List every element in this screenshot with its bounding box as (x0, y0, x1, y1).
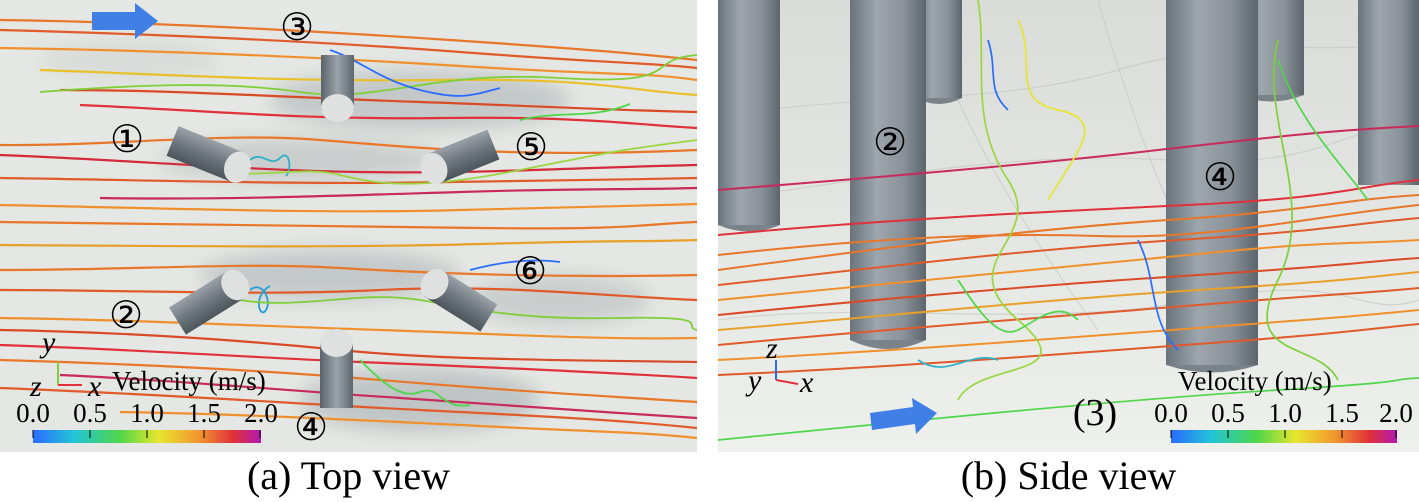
pillar-2 (850, 0, 926, 340)
cylinder-4 (320, 329, 353, 408)
legend-title: Velocity (m/s) (112, 366, 266, 396)
axis-label-vertical: y (39, 326, 56, 359)
axis-label-out: y (745, 364, 762, 397)
cylinder-labels: ③ ① ⑤ ⑥ ② ④ (109, 7, 548, 449)
cylinder-6 (420, 268, 498, 332)
top-view-caption: (a) Top view (246, 453, 451, 498)
side-view-panel: ② ④ (3) z y x Velocity (m/s) 0.0 0.5 1.0… (718, 0, 1419, 452)
legend-tick: 2.0 (244, 398, 278, 428)
cylinder-label: ② (109, 295, 143, 337)
cylinder-label: ⑤ (514, 127, 548, 169)
cylinder-1 (166, 126, 251, 183)
cylinder-5 (420, 129, 500, 185)
legend-tick: 2.0 (1379, 398, 1413, 428)
axis-triad: z y x (745, 332, 814, 399)
axis-label-horizontal: x (799, 366, 814, 399)
top-view-panel: ③ ① ⑤ ⑥ ② ④ y z x Velocity (m/s) 0.0 0.5… (0, 0, 697, 452)
cylinder-label: ⑥ (513, 251, 547, 293)
flow-direction-arrow (870, 398, 937, 434)
top-view-image: ③ ① ⑤ ⑥ ② ④ y z x Velocity (m/s) 0.0 0.5… (0, 0, 697, 452)
streamlines (0, 18, 697, 440)
legend-tick: 0.5 (1211, 398, 1245, 428)
legend-tick: 0.0 (16, 398, 50, 428)
cylinder-2 (168, 269, 250, 335)
side-view-image: ② ④ (3) z y x Velocity (m/s) 0.0 0.5 1.0… (718, 0, 1419, 452)
streamlines (718, 125, 1419, 376)
cylinders (166, 55, 500, 408)
cylinder-label: ① (110, 119, 144, 161)
cylinder-label: ② (873, 122, 907, 164)
cylinder-label: ③ (280, 7, 314, 49)
side-view-caption: (b) Side view (960, 453, 1177, 498)
legend-tick: 1.0 (1268, 398, 1302, 428)
legend-title: Velocity (m/s) (1178, 366, 1332, 396)
velocity-legend: Velocity (m/s) 0.0 0.5 1.0 1.5 2.0 (16, 366, 278, 443)
axis-triad: y z x (29, 326, 102, 403)
wake-streamlines (718, 0, 1419, 441)
legend-tick: 0.0 (1154, 398, 1188, 428)
cylinder-label: ④ (294, 407, 328, 449)
flow-direction-arrow (92, 3, 158, 39)
axis-label-horizontal: x (87, 370, 102, 403)
cylinder-labels: ② ④ (3) (873, 122, 1237, 434)
pillar (1358, 0, 1419, 185)
pillar (718, 0, 780, 225)
legend-tick: 0.5 (73, 398, 107, 428)
cylinder-label: (3) (1073, 392, 1117, 434)
axis-label-out: z (29, 370, 42, 403)
colorbar (1171, 430, 1397, 443)
cylinder-3 (321, 55, 354, 122)
wake-streamlines (39, 49, 697, 407)
velocity-legend: Velocity (m/s) 0.0 0.5 1.0 1.5 2.0 (1154, 366, 1413, 443)
legend-tick: 1.0 (130, 398, 164, 428)
axis-label-vertical: z (765, 332, 778, 365)
legend-tick: 1.5 (1325, 398, 1359, 428)
cylinder-label: ④ (1203, 157, 1237, 199)
legend-tick: 1.5 (187, 398, 221, 428)
